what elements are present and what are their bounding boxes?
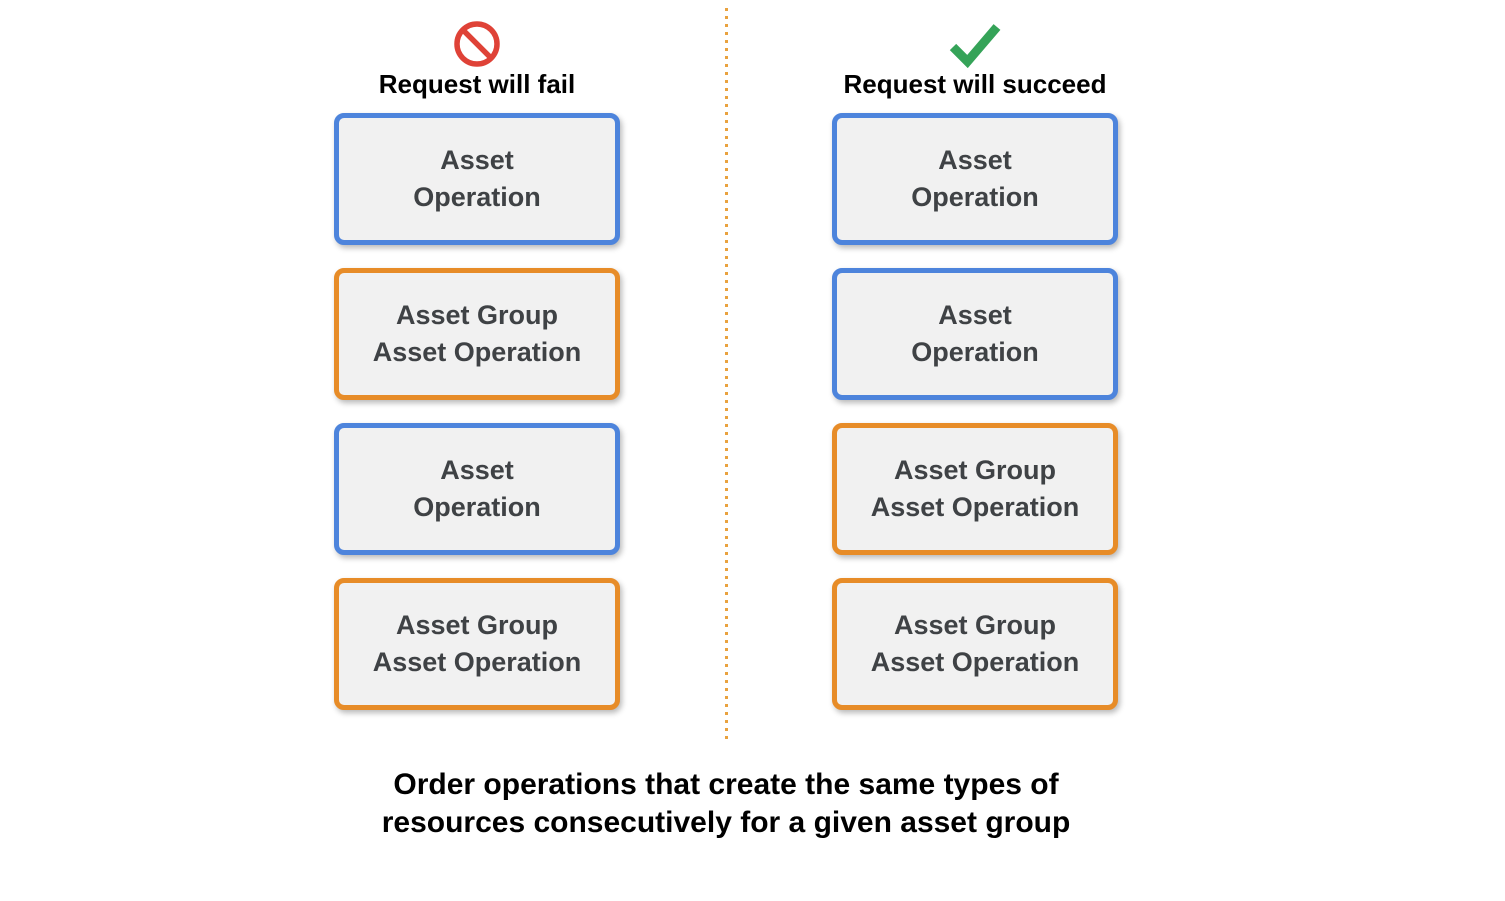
asset-operation-box: Asset Operation bbox=[832, 268, 1118, 400]
asset-group-asset-operation-box: Asset Group Asset Operation bbox=[832, 423, 1118, 555]
succeed-column: Request will succeed Asset Operation Ass… bbox=[832, 0, 1118, 710]
check-icon bbox=[946, 16, 1004, 68]
asset-group-asset-operation-box: Asset Group Asset Operation bbox=[334, 578, 620, 710]
caption-line-2: resources consecutively for a given asse… bbox=[381, 806, 1071, 839]
asset-operation-box: Asset Operation bbox=[832, 113, 1118, 245]
succeed-column-title: Request will succeed bbox=[843, 69, 1107, 99]
dotted-divider bbox=[725, 8, 728, 739]
prohibition-icon bbox=[453, 16, 501, 68]
asset-operation-box: Asset Operation bbox=[334, 423, 620, 555]
caption-line-1: Order operations that create the same ty… bbox=[393, 768, 1059, 801]
asset-group-asset-operation-box: Asset Group Asset Operation bbox=[832, 578, 1118, 710]
fail-column: Request will fail Asset Operation Asset … bbox=[334, 0, 620, 710]
asset-group-asset-operation-box: Asset Group Asset Operation bbox=[334, 268, 620, 400]
fail-column-title: Request will fail bbox=[378, 69, 576, 99]
asset-operation-box: Asset Operation bbox=[334, 113, 620, 245]
caption: Order operations that create the same ty… bbox=[326, 766, 1126, 842]
